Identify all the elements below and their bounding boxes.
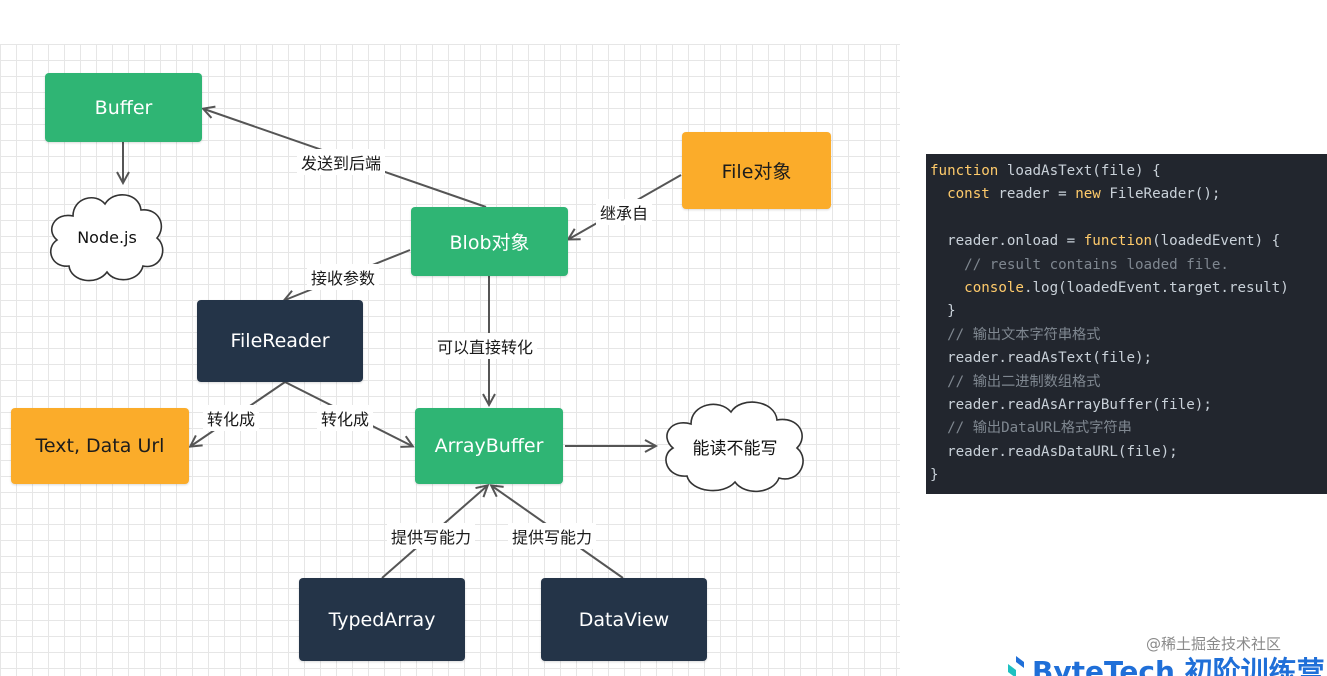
code-text: loadAsText(file) { [998, 163, 1161, 179]
edge-label-direct-convert: 可以直接转化 [433, 333, 538, 359]
node-typedarray: TypedArray [299, 578, 465, 661]
code-keyword: new [1075, 186, 1101, 203]
node-dataview: DataView [541, 578, 707, 661]
edge-label-send-backend: 发送到后端 [297, 149, 386, 175]
edge-label-write-dataview: 提供写能力 [508, 523, 597, 549]
edge-label-receive-param: 接收参数 [307, 264, 380, 290]
code-line: reader.readAsText(file); [930, 347, 1327, 370]
node-arraybuffer-label: ArrayBuffer [434, 435, 544, 457]
node-arraybuffer: ArrayBuffer [415, 408, 563, 484]
watermark: @稀土掘金技术社区 [1146, 635, 1282, 653]
code-panel: function loadAsText(file) { const reader… [926, 154, 1327, 494]
node-buffer: Buffer [45, 73, 202, 142]
node-text-dataurl-label: Text, Data Url [35, 435, 165, 457]
cloud-shape-icon [665, 401, 804, 493]
node-dataview-label: DataView [578, 608, 670, 631]
node-filereader-label: FileReader [230, 330, 330, 352]
edge-label-convert-text: 转化成 [203, 405, 260, 431]
edge-label-convert-arraybuffer: 转化成 [317, 405, 374, 431]
code-line: // result contains loaded file. [930, 254, 1327, 277]
code-comment: // 输出DataURL格式字符串 [930, 420, 1132, 437]
code-text: .log(loadedEvent.target.result) [1023, 279, 1289, 296]
code-keyword: function [930, 163, 999, 179]
brand-logo: ByteTech 初阶训练营 [1006, 650, 1325, 676]
node-blob-label: Blob对象 [449, 232, 530, 254]
node-file: File对象 [682, 132, 831, 209]
code-text: reader.readAsArrayBuffer(file); [930, 396, 1212, 413]
code-text: (loadedEvent) { [1152, 233, 1281, 250]
code-text: reader.readAsText(file); [930, 350, 1153, 367]
cloud-nodejs-label: Node.js [77, 227, 137, 247]
code-line: console.log(loadedEvent.target.result) [930, 277, 1327, 300]
code-keyword: function [1083, 233, 1153, 250]
code-keyword: const [930, 186, 990, 203]
node-text-dataurl: Text, Data Url [11, 408, 189, 484]
code-line: reader.readAsArrayBuffer(file); [930, 394, 1327, 417]
code-text: FileReader(); [1100, 186, 1221, 203]
code-line: const reader = new FileReader(); [930, 183, 1327, 206]
cloud-nodejs: Node.js [43, 186, 171, 288]
code-keyword: console [930, 279, 1024, 296]
cloud-shape-icon [49, 194, 164, 282]
code-text: reader = [989, 186, 1076, 203]
node-buffer-label: Buffer [94, 96, 153, 119]
code-line: reader.readAsDataURL(file); [930, 441, 1327, 464]
code-line: } [930, 300, 1327, 323]
node-typedarray-label: TypedArray [328, 608, 436, 631]
cloud-readonly-label: 能读不能写 [692, 438, 778, 459]
edge-label-write-typedarray: 提供写能力 [387, 523, 476, 549]
code-text: reader.onload = [930, 233, 1084, 250]
code-comment: // 输出文本字符串格式 [930, 326, 1101, 343]
code-line: // 输出DataURL格式字符串 [930, 417, 1327, 440]
code-line: // 输出文本字符串格式 [930, 324, 1327, 347]
code-comment: // 输出二进制数组格式 [930, 373, 1101, 390]
code-line: reader.onload = function(loadedEvent) { [930, 230, 1327, 253]
code-line: // 输出二进制数组格式 [930, 371, 1327, 394]
cloud-readonly: 能读不能写 [657, 394, 813, 498]
code-comment: // result contains loaded file. [930, 256, 1229, 273]
code-text: reader.readAsDataURL(file); [930, 443, 1178, 460]
node-blob: Blob对象 [411, 207, 568, 276]
node-file-label: File对象 [721, 161, 792, 183]
code-text: } [930, 467, 939, 484]
code-line: function loadAsText(file) { [930, 160, 1327, 183]
code-line [930, 207, 1327, 230]
brand-text: ByteTech 初阶训练营 [1032, 655, 1325, 676]
node-filereader: FileReader [197, 300, 363, 382]
bytetech-logo-icon [1008, 656, 1024, 676]
code-line: } [930, 464, 1327, 487]
code-text: } [930, 303, 956, 320]
edge-label-inherit: 继承自 [596, 199, 653, 225]
